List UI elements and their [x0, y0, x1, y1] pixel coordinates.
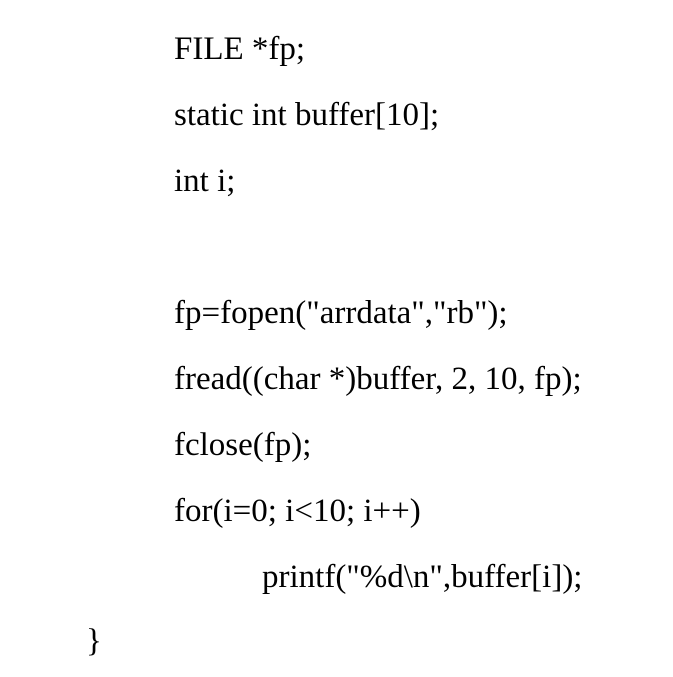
code-line-3: int i;: [174, 163, 236, 199]
code-line-1: FILE *fp;: [174, 31, 306, 67]
code-line-7: fclose(fp);: [174, 427, 312, 463]
code-line-6: fread((char *)buffer, 2, 10, fp);: [174, 361, 582, 397]
code-line-8: for(i=0; i<10; i++): [174, 493, 421, 529]
closing-brace: }: [86, 623, 102, 659]
code-line-2: static int buffer[10];: [174, 97, 440, 133]
code-line-9: printf("%d\n",buffer[i]);: [262, 559, 583, 595]
code-line-5: fp=fopen("arrdata","rb");: [174, 295, 508, 331]
